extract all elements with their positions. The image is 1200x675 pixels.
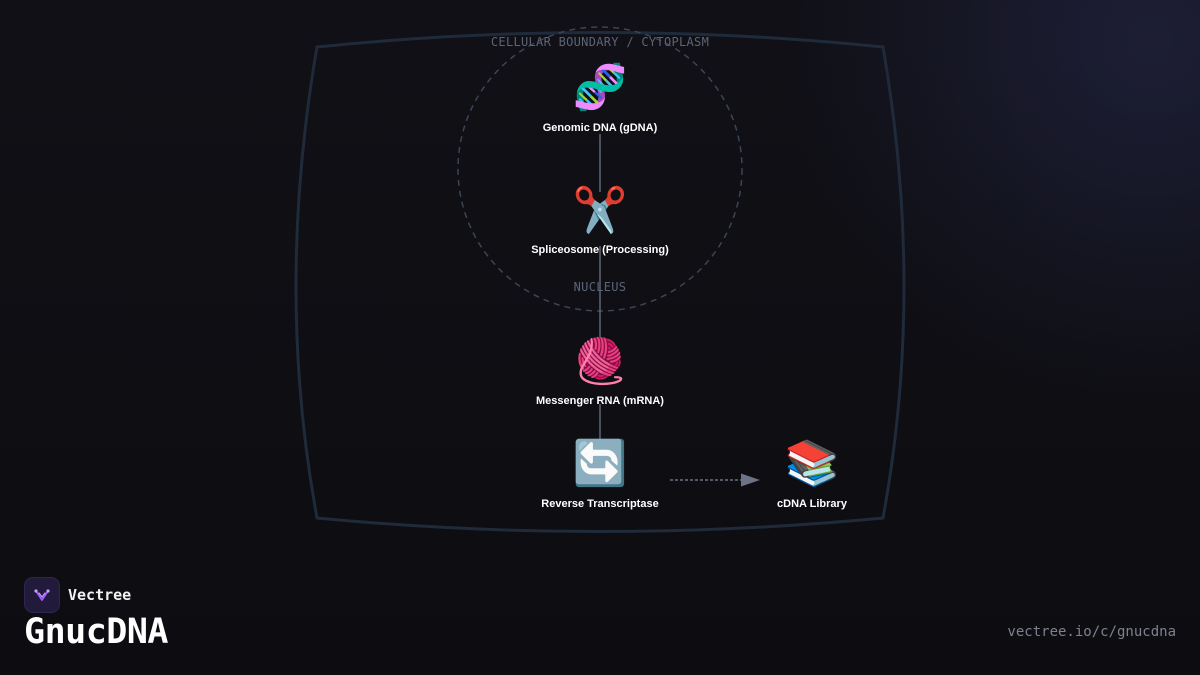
dna-icon: 🧬 bbox=[572, 62, 628, 113]
node-label-reverse-transcriptase: Reverse Transcriptase bbox=[541, 498, 659, 510]
scissors-icon: ✂️ bbox=[572, 185, 628, 236]
vectree-logo-icon bbox=[24, 577, 60, 613]
yarn-icon: 🧶 bbox=[572, 336, 628, 387]
node-label-cdna-library: cDNA Library bbox=[777, 498, 847, 510]
cell-boundary bbox=[294, 31, 906, 533]
books-icon: 📚 bbox=[784, 438, 840, 489]
cell-region-label: CELLULAR BOUNDARY / CYTOPLASM bbox=[490, 35, 710, 49]
cycle-arrows-icon: 🔄 bbox=[572, 438, 628, 489]
brand-name: Vectree bbox=[68, 586, 132, 604]
node-label-mrna: Messenger RNA (mRNA) bbox=[536, 395, 664, 407]
source-url: vectree.io/c/gnucdna bbox=[1007, 624, 1176, 640]
nucleus-region-label: NUCLEUS bbox=[573, 280, 627, 294]
edge-rt-cdna-arrowhead bbox=[741, 473, 760, 487]
node-label-gdna: Genomic DNA (gDNA) bbox=[542, 122, 658, 134]
node-label-spliceosome: Spliceosome (Processing) bbox=[531, 244, 669, 256]
page-title: GnucDNA bbox=[24, 612, 169, 652]
brand: Vectree bbox=[24, 577, 131, 613]
